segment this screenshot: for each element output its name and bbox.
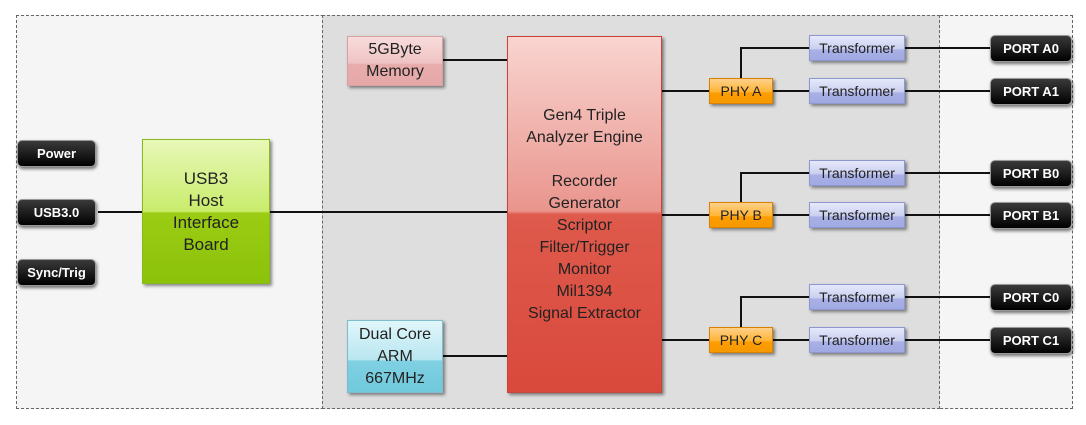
port-sync-trig: Sync/Trig [17,259,96,286]
engine-feature-generator: Generator [548,194,621,212]
wire-phya-xfmr0 [740,47,809,78]
engine-feature-recorder: Recorder [551,172,618,190]
port-a1: PORT A1 [990,78,1072,105]
engine-feature-mil1394: Mil1394 [556,282,613,300]
usb-line-2: Host [188,190,224,210]
engine-feature-signal-extractor: Signal Extractor [528,304,641,322]
arm-block: Dual Core ARM 667MHz [347,320,443,393]
usb-line-3: Interface [172,212,240,232]
port-a0: PORT A0 [990,35,1072,62]
usb-line-1: USB3 [183,168,229,188]
wire-phyc-xfmr0 [740,296,809,327]
transformer-c0: Transformer [809,284,905,310]
phy-a: PHY A [709,78,773,104]
phy-c: PHY C [709,327,773,353]
usb-line-4: Board [183,234,229,254]
phy-b: PHY B [709,202,773,228]
analyzer-engine: Gen4 Triple Analyzer Engine Recorder Gen… [507,36,662,393]
wire-phyb-xfmr0 [740,172,809,202]
port-c0: PORT C0 [990,284,1072,311]
port-power: Power [17,140,96,167]
transformer-b0: Transformer [809,160,905,186]
engine-title-2: Analyzer Engine [526,128,643,146]
transformer-a1: Transformer [809,78,905,104]
port-usb3: USB3.0 [17,199,96,226]
arm-label: Dual Core ARM 667MHz [358,325,432,387]
usb3-host-interface-board: USB3 Host Interface Board [142,139,270,284]
transformer-b1: Transformer [809,202,905,228]
port-b0: PORT B0 [990,160,1072,187]
port-c1: PORT C1 [990,327,1072,354]
engine-feature-scriptor: Scriptor [556,216,613,234]
transformer-c1: Transformer [809,327,905,353]
port-b1: PORT B1 [990,202,1072,229]
transformer-a0: Transformer [809,35,905,61]
memory-block: 5GByte Memory [347,36,443,86]
engine-feature-filter-trigger: Filter/Trigger [539,238,630,256]
memory-label: 5GByte Memory [366,41,424,80]
engine-title-1: Gen4 Triple [543,106,626,124]
engine-feature-monitor: Monitor [557,260,612,278]
